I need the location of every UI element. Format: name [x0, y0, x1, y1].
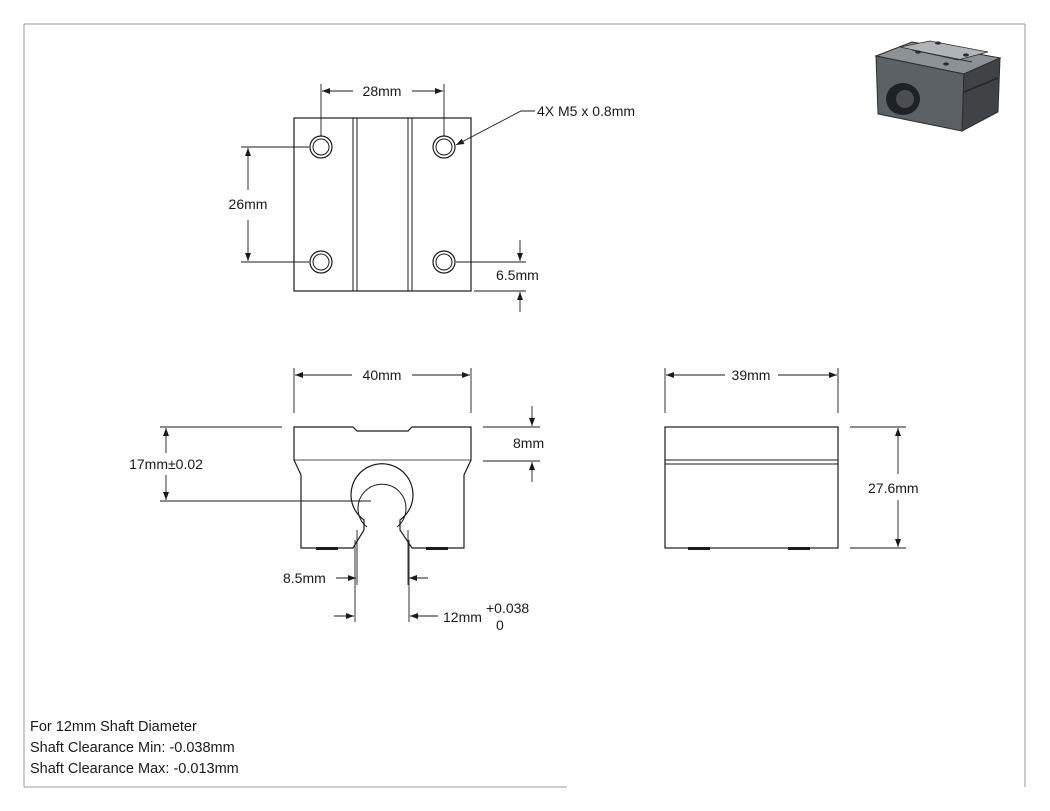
hole-callout-leader [455, 110, 535, 146]
dim-27-6mm-label: 27.6mm [868, 480, 919, 496]
hole-callout-label: 4X M5 x 0.8mm [537, 103, 635, 119]
bearing-bore [357, 483, 407, 528]
dim-28mm [320, 84, 445, 136]
front-view-body [293, 426, 472, 549]
dim-28mm-label: 28mm [363, 83, 402, 99]
dim-26mm-label: 26mm [229, 196, 268, 212]
dim-6-5mm [456, 240, 526, 312]
dim-12mm-tol-lower: 0 [496, 617, 504, 633]
dim-8mm-label: 8mm [513, 435, 544, 451]
dim-27-6mm [850, 426, 906, 549]
dim-40mm-label: 40mm [363, 367, 402, 383]
front-view [293, 426, 472, 550]
dim-12mm [334, 540, 438, 622]
dim-39mm [664, 368, 839, 413]
note-clearance-min: Shaft Clearance Min: -0.038mm [30, 740, 235, 756]
note-clearance-max: Shaft Clearance Max: -0.013mm [30, 761, 239, 777]
dim-17mm [160, 426, 371, 502]
note-shaft-diameter: For 12mm Shaft Diameter [30, 719, 197, 735]
dim-6-5mm-label: 6.5mm [496, 267, 539, 283]
dim-17mm-label: 17mm±0.02 [129, 456, 203, 472]
side-view [664, 426, 839, 550]
dim-39mm-label: 39mm [732, 367, 771, 383]
mounting-feet [688, 547, 810, 550]
side-view-body [664, 426, 839, 549]
sheet-border [23, 23, 1026, 788]
dim-8-5mm-label: 8.5mm [283, 570, 326, 586]
dim-8-5mm [336, 530, 428, 585]
dim-26mm [241, 146, 309, 263]
dim-40mm [293, 368, 472, 413]
top-view-body [293, 117, 472, 292]
dim-12mm-label: 12mm [443, 609, 482, 625]
top-view [293, 117, 472, 292]
dim-8mm [483, 406, 540, 482]
mounting-feet [316, 547, 448, 550]
dim-12mm-tol-upper: +0.038 [486, 600, 529, 616]
linear-bearing-pillow-block-3d-icon [874, 40, 1002, 132]
